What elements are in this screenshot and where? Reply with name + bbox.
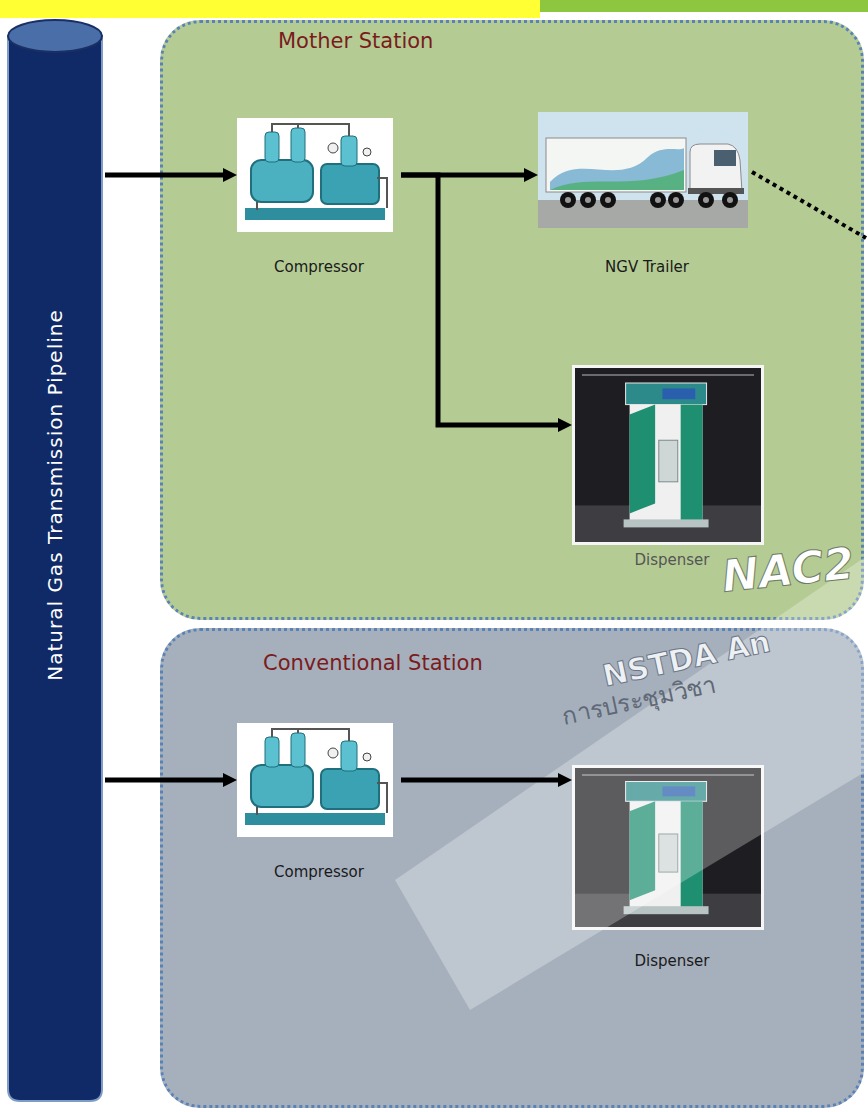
compressor-motor: [321, 164, 379, 204]
compressor-unit: Compressor: [237, 118, 401, 276]
dispenser-pillar: [630, 405, 703, 524]
truck-hub: [585, 197, 591, 203]
compressor-gauge: [363, 753, 371, 761]
dispenser-stripe: [681, 405, 703, 524]
compressor-tank: [265, 132, 279, 162]
dispenser-sign-panel: [662, 388, 695, 399]
compressor-gauge: [328, 143, 338, 153]
dispenser-unit: Dispenser: [572, 365, 772, 569]
compressor-cylinder: [251, 160, 313, 202]
compressor-cylinder: [251, 765, 313, 807]
trailer-unit: NGV Trailer: [538, 112, 756, 276]
truck-wheel: [600, 192, 616, 208]
compressor-motor: [321, 769, 379, 809]
picture-ground: [237, 118, 393, 232]
truck-hub: [727, 197, 733, 203]
picture-ground: [237, 723, 393, 837]
header-bar: [540, 0, 868, 12]
station-region: Mother StationCompressor NGV TrailerDispe…: [160, 20, 864, 620]
dispenser-sign: [626, 383, 707, 405]
header-bar: [0, 0, 540, 18]
dispenser-sign: [626, 782, 707, 802]
dispenser-stripe: [630, 405, 656, 514]
compressor-picture: [237, 723, 393, 837]
truck-picture: [538, 112, 748, 228]
equipment-label: Compressor: [237, 863, 401, 881]
truck-wheel: [722, 192, 738, 208]
dispenser-panel: [659, 440, 678, 482]
trailer-body: [546, 138, 686, 192]
dispenser-base: [624, 906, 709, 914]
picture-frame: [574, 367, 763, 544]
dispenser-panel: [659, 834, 678, 872]
equipment-label: Compressor: [237, 258, 401, 276]
picture-frame: [574, 767, 763, 929]
truck-cab: [690, 144, 742, 192]
dispenser-picture: [572, 765, 764, 930]
truck-wheel: [580, 192, 596, 208]
truck-hub: [605, 197, 611, 203]
station-region: Conventional StationCompressorDispenser: [160, 628, 864, 1108]
compressor-picture: [237, 118, 393, 232]
dispenser-pillar: [630, 801, 703, 910]
compressor-unit: Compressor: [237, 723, 401, 881]
truck-wheel: [650, 192, 666, 208]
dispenser-base: [624, 519, 709, 527]
truck-wheel: [560, 192, 576, 208]
watermark: NAC2: [720, 555, 852, 599]
watermark: การประชุมวิชา: [560, 705, 716, 729]
truck-windshield: [714, 150, 736, 166]
watermark-text: NAC2: [720, 541, 856, 599]
truck-hub: [703, 197, 709, 203]
trailer-graphic: [550, 170, 684, 190]
compressor-skid: [245, 813, 385, 825]
compressor-tank: [291, 733, 305, 767]
truck-wheel: [668, 192, 684, 208]
dispenser-unit: Dispenser: [572, 765, 772, 970]
dispenser-sign-panel: [662, 786, 695, 796]
station-title: Mother Station: [278, 23, 433, 53]
station-title: Conventional Station: [263, 631, 483, 675]
compressor-gauge: [363, 148, 371, 156]
compressor-pipe: [257, 729, 387, 815]
pipeline-label: Natural Gas Transmission Pipeline: [43, 309, 67, 681]
trailer-graphic: [550, 148, 684, 190]
compressor-pipe: [257, 124, 387, 210]
dispenser-stripe: [630, 801, 656, 900]
pipe-body: [8, 36, 102, 1101]
picture-sky: [538, 112, 748, 228]
ceiling-light: [582, 774, 754, 776]
compressor-skid: [245, 208, 385, 220]
compressor-tank: [341, 136, 357, 166]
transmission-pipeline: Natural Gas Transmission Pipeline: [5, 18, 105, 1103]
ceiling-light: [582, 374, 754, 376]
equipment-label: Dispenser: [572, 952, 772, 970]
dispenser-stripe: [681, 801, 703, 910]
equipment-label: NGV Trailer: [538, 258, 756, 276]
truck-bumper: [688, 188, 744, 194]
dispenser-picture: [572, 365, 764, 545]
truck-hub: [655, 197, 661, 203]
compressor-tank: [291, 128, 305, 162]
compressor-tank: [265, 737, 279, 767]
pipe-top: [8, 20, 102, 52]
truck-wheel: [698, 192, 714, 208]
compressor-tank: [341, 741, 357, 771]
truck-hub: [565, 197, 571, 203]
compressor-gauge: [328, 748, 338, 758]
truck-hub: [673, 197, 679, 203]
